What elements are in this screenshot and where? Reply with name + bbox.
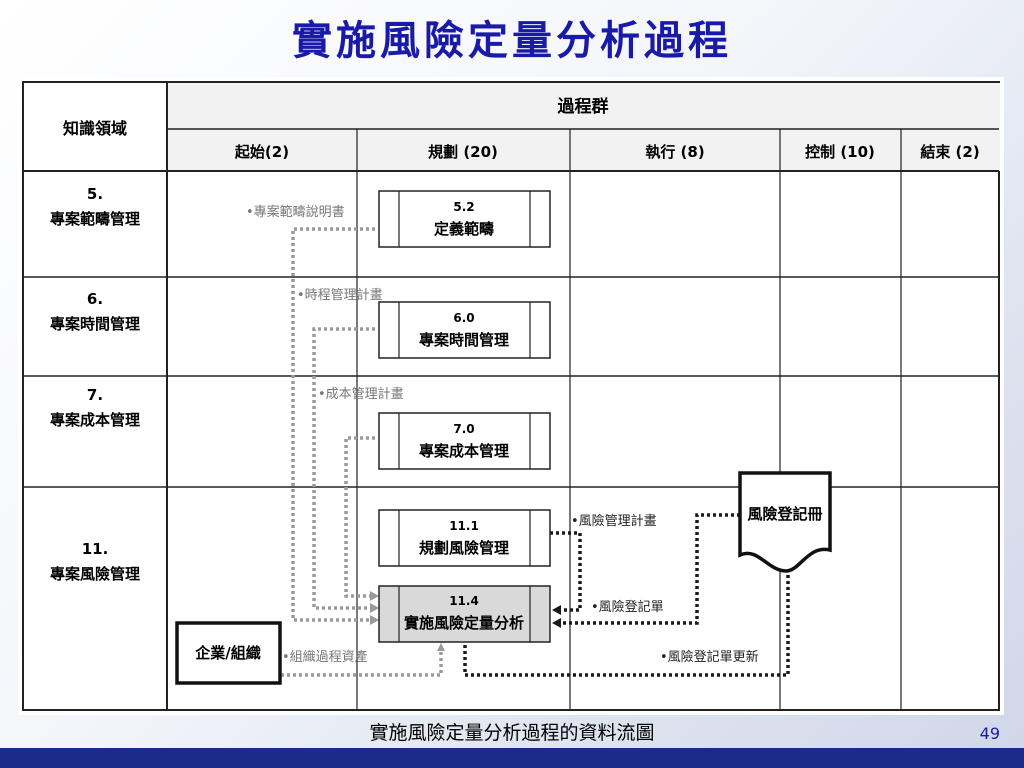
column-header-executing: 執行 (8) — [645, 143, 704, 161]
flow-label-schedule-plan: •時程管理計畫 — [297, 287, 383, 303]
flow-label-register-update: •風險登記單更新 — [660, 649, 759, 665]
flow-risk-plan — [550, 531, 582, 612]
row-label-time: 專案時間管理 — [50, 315, 140, 333]
process-label: 專案成本管理 — [419, 442, 509, 460]
row-number-time: 6. — [87, 290, 103, 308]
process-id: 11.4 — [449, 594, 479, 608]
process-id: 6.0 — [453, 311, 474, 325]
flow-label-org-assets: •組織過程資產 — [282, 649, 368, 665]
flow-label-scope-statement: •專案範疇說明書 — [246, 204, 345, 220]
process-label: 專案時間管理 — [419, 331, 509, 349]
document-risk-register — [738, 471, 832, 573]
flow-arrowhead — [552, 618, 561, 628]
column-header-initiating: 起始(2) — [234, 143, 289, 161]
process-label: 規劃風險管理 — [419, 539, 509, 557]
row-label-scope: 專案範疇管理 — [50, 210, 140, 228]
footer-bar — [0, 748, 1024, 768]
column-header-closing: 結束 (2) — [920, 143, 979, 161]
process-box-quantitative-risk-analysis — [378, 585, 551, 643]
flow-arrowhead — [370, 591, 379, 601]
flow-org-assets — [281, 643, 445, 677]
row-number-scope: 5. — [87, 185, 103, 203]
column-header-controlling: 控制 (10) — [805, 143, 875, 161]
external-entity-box — [175, 621, 282, 685]
process-group-header: 過程群 — [558, 96, 609, 117]
row-number-cost: 7. — [87, 386, 103, 404]
flow-risk-register — [558, 513, 740, 625]
flow-scope-statement — [291, 227, 375, 622]
flow-arrowhead — [552, 605, 561, 615]
process-label: 實施風險定量分析 — [404, 614, 524, 632]
flow-label-cost-plan: •成本管理計畫 — [318, 386, 404, 402]
flow-schedule-plan — [312, 327, 375, 610]
row-label-cost: 專案成本管理 — [50, 411, 140, 429]
document-label: 風險登記冊 — [747, 505, 822, 523]
row-label-risk: 專案風險管理 — [50, 565, 140, 583]
data-flow-diagram: 知識領域 過程群 起始(2) 規劃 (20) 執行 (8) 控制 (10) 結束… — [18, 77, 1004, 715]
process-id: 11.1 — [449, 519, 479, 533]
process-box-define-scope — [378, 190, 551, 248]
process-label: 定義範疇 — [434, 220, 494, 238]
flow-arrowhead — [370, 615, 379, 625]
process-id: 7.0 — [453, 422, 474, 436]
flow-cost-plan — [344, 436, 375, 598]
diagram-caption: 實施風險定量分析過程的資料流圖 — [369, 722, 655, 744]
flow-arrowhead — [370, 603, 379, 613]
flow-label-risk-register: •風險登記單 — [591, 599, 664, 615]
process-box-plan-risk-management — [378, 509, 551, 567]
page-number: 49 — [979, 724, 1000, 743]
process-box-time-management — [378, 301, 551, 359]
column-header-planning: 規劃 (20) — [428, 143, 498, 161]
flow-register-update — [463, 559, 790, 677]
process-id: 5.2 — [453, 200, 474, 214]
flow-label-risk-plan: •風險管理計畫 — [571, 513, 657, 529]
process-box-cost-management — [378, 412, 551, 470]
external-entity-label: 企業/組織 — [194, 644, 260, 662]
row-number-risk: 11. — [82, 540, 109, 558]
slide-title: 實施風險定量分析過程 — [292, 17, 732, 64]
corner-header: 知識領域 — [63, 119, 127, 138]
